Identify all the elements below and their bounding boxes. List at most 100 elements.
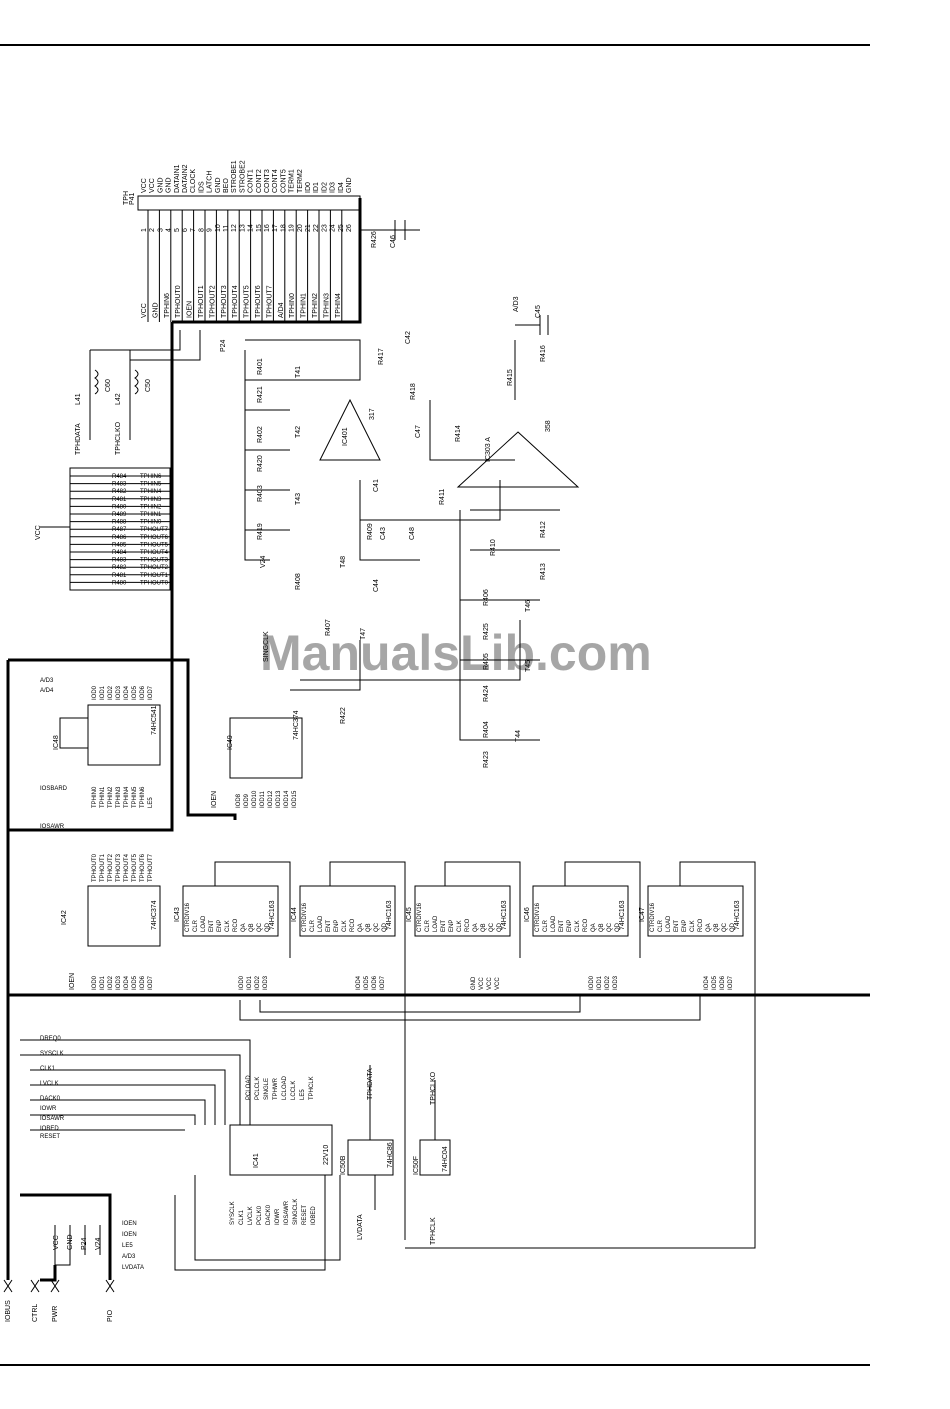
bottom-signal: LVDATA [122,1265,144,1271]
counter-input: IOD6 [720,975,726,990]
pwr-net: GND [67,1234,74,1250]
counter-pin: ENT [326,920,332,932]
connector-pin-name: STROBE2 [239,160,246,193]
connector-pin-name: CONT5 [280,169,287,193]
counter-input: IOD7 [380,975,386,990]
ic48-input: TPHIN1 [100,786,106,808]
transistor: T46 [525,600,532,612]
connector-pin-number: 17 [272,224,279,232]
counter-pin: QC [374,922,380,932]
ic48-input: TPHIN4 [124,786,130,808]
resistor-array-resistor: R489 [112,512,127,518]
connector-pin-name: TERM2 [297,169,304,193]
ic41-output: LCLOAD [282,1075,288,1100]
connector-pin-number: 8 [198,228,205,232]
counter-pin: ENT [209,920,215,932]
counter-pin: CTRDIV16 [185,902,191,932]
inductor-ref: L42 [115,393,122,405]
resistor: R406 [483,589,490,606]
ic49-output: IOD12 [268,790,274,808]
connector-ribbon [70,210,343,583]
ic42-output: TPHOUT4 [124,853,130,882]
ic41-input: SYSCLK [230,1201,236,1225]
ic41-output: LCCLK [291,1081,297,1100]
ic42-output: TPHOUT1 [100,853,106,882]
ic41-input: IOSAWR [284,1200,290,1225]
ic41-output: SINGLE [264,1078,270,1100]
resistor: R426 [371,231,378,248]
connector-net-label: TPHIN2 [312,293,319,318]
transistor: T41 [295,366,302,378]
ic48-input: TPHIN0 [92,786,98,808]
ic48-input: LE5 [148,797,154,808]
counter-input: VCC [487,977,493,990]
counter-input: IOD2 [605,975,611,990]
counter-input: IOD5 [364,975,370,990]
connector-pin-number: 16 [264,224,271,232]
resistor-array-net: TPHOUT7 [140,527,169,533]
resistor: R410 [490,539,497,556]
resistor-array-net: TPHOUT1 [140,573,169,579]
counter-ref: IC46 [524,907,531,922]
counter-pin: CTRDIV16 [302,902,308,932]
bottom-signal: A/D3 [122,1254,136,1260]
resistor: R416 [540,345,547,362]
connector-net-label: TPHOUT2 [209,285,216,318]
connector-pin-number: 12 [231,224,238,232]
ic49-output: IOD8 [236,793,242,808]
resistor-array-resistor: R481 [112,497,127,503]
connector-pin-name: GND [157,177,164,193]
resistor-array-resistor: R483 [112,482,127,488]
counter-pin: LOAD [666,915,672,932]
resistor: R402 [257,426,264,443]
counter-pin: CLK [575,920,581,932]
bus-signal: A/D4 [40,688,54,694]
counter-pin: CLR [425,919,431,932]
resistor-array-resistor: R487 [112,527,127,533]
counter-pin: ENP [567,920,573,932]
ic49-part: 74HC374 [293,710,300,740]
ic48-ref: IC48 [53,735,60,750]
ic49-output: IOD11 [260,790,266,808]
counter-pin: QD [730,922,736,932]
connector-pin-name: CONT1 [248,169,255,193]
resistor: R414 [455,425,462,442]
ic41-input: IOBED [311,1206,317,1225]
connector-net-label: VCC [141,303,148,318]
ic42-input: IOD3 [116,975,122,990]
connector-pin-name: LATCH [207,171,214,193]
connector-net-label: A/D4 [278,302,285,318]
ic42-output: TPHOUT5 [132,853,138,882]
resistor-array-net: TPHIN1 [140,512,162,518]
counter-pin: QD [615,922,621,932]
counter-ref: IC44 [291,907,298,922]
ic42-input: IOD2 [108,975,114,990]
resistor: R412 [540,521,547,538]
counter-pin: CLR [310,919,316,932]
resistor: R415 [507,369,514,386]
counter-input: IOD0 [239,975,245,990]
ic48-input: TPHIN3 [116,786,122,808]
connector-net-label: TPHOUT6 [255,285,262,318]
ic48-output: IOD0 [92,685,98,700]
connector-pin-name: TERM1 [289,169,296,193]
counter-pin: CLR [193,919,199,932]
resistor-array-net: TPHOUT2 [140,565,169,571]
inductor-net: TPHCLKO [115,421,122,455]
counter-pin: QB [249,923,255,932]
resistor: R411 [439,489,446,505]
counter-input: IOD3 [263,975,269,990]
resistor: R419 [257,523,264,540]
counter-input: IOD1 [597,975,603,990]
connector-pin-number: 19 [289,224,296,232]
port-ctrl: CTRL [32,1304,39,1322]
connector-pin-number: 1 [141,228,148,232]
counter-pin: ENP [217,920,223,932]
counter-input: IOD3 [613,975,619,990]
ic49-output: IOD13 [276,790,282,808]
counter-pin: ENP [682,920,688,932]
ic401-ref: IC401 [342,427,349,446]
connector-pin-number: 20 [297,224,304,232]
ic42-input: IOD4 [124,975,130,990]
